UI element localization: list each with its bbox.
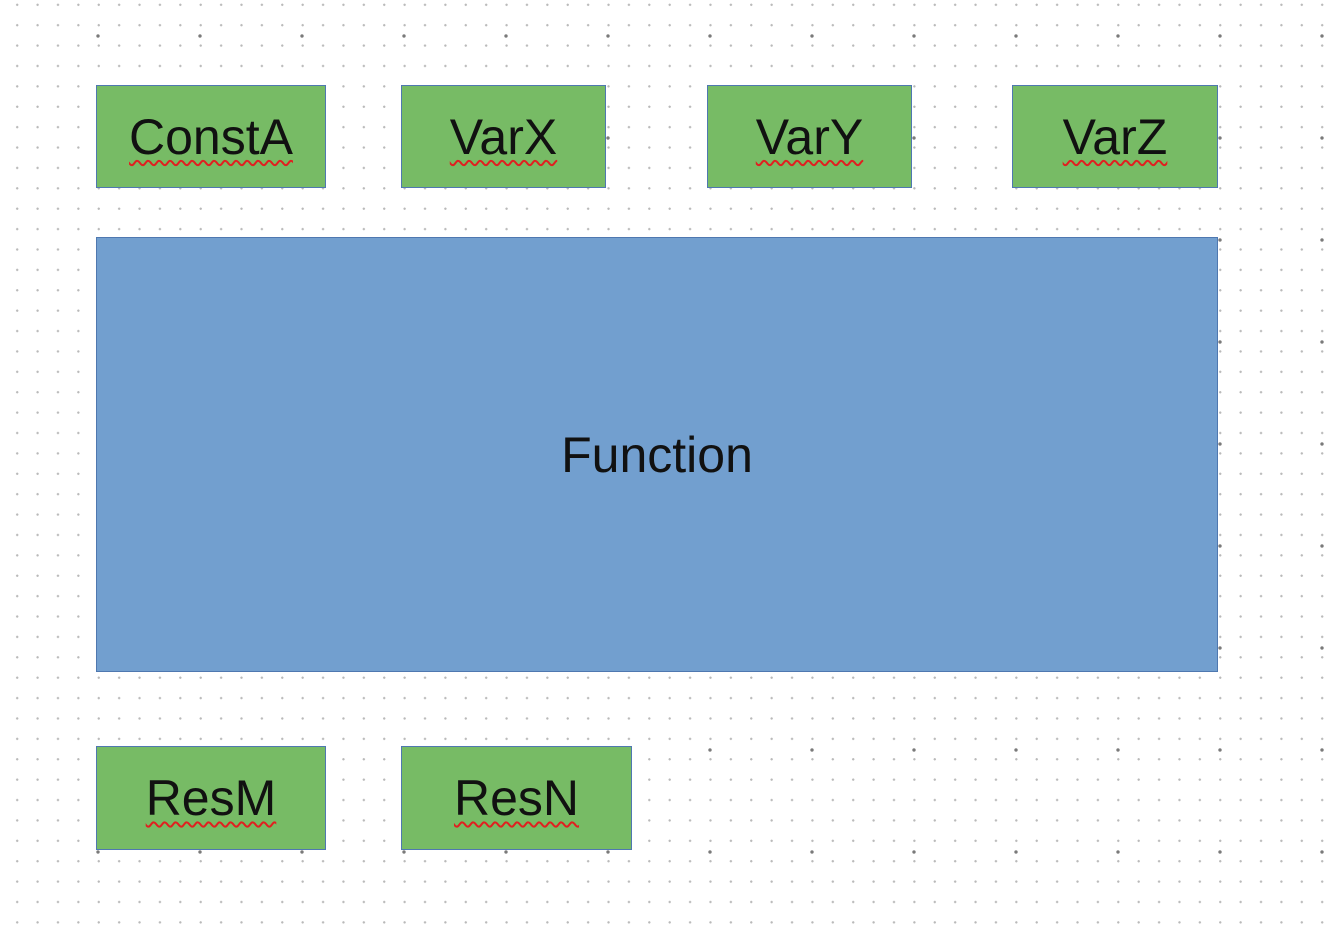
function-label: Function (561, 426, 753, 483)
var-x-label: VarX (449, 108, 558, 165)
var-y-box[interactable]: VarY (707, 85, 912, 188)
var-z-label: VarZ (1062, 108, 1168, 165)
res-m-box[interactable]: ResM (96, 746, 326, 850)
const-a-box[interactable]: ConstA (96, 85, 326, 188)
var-z-box[interactable]: VarZ (1012, 85, 1218, 188)
res-n-box[interactable]: ResN (401, 746, 632, 850)
var-x-box[interactable]: VarX (401, 85, 606, 188)
function-box[interactable]: Function (96, 237, 1218, 672)
res-n-label: ResN (453, 770, 580, 826)
const-a-label: ConstA (129, 108, 293, 165)
res-m-label: ResM (145, 770, 277, 826)
var-y-label: VarY (755, 108, 864, 165)
